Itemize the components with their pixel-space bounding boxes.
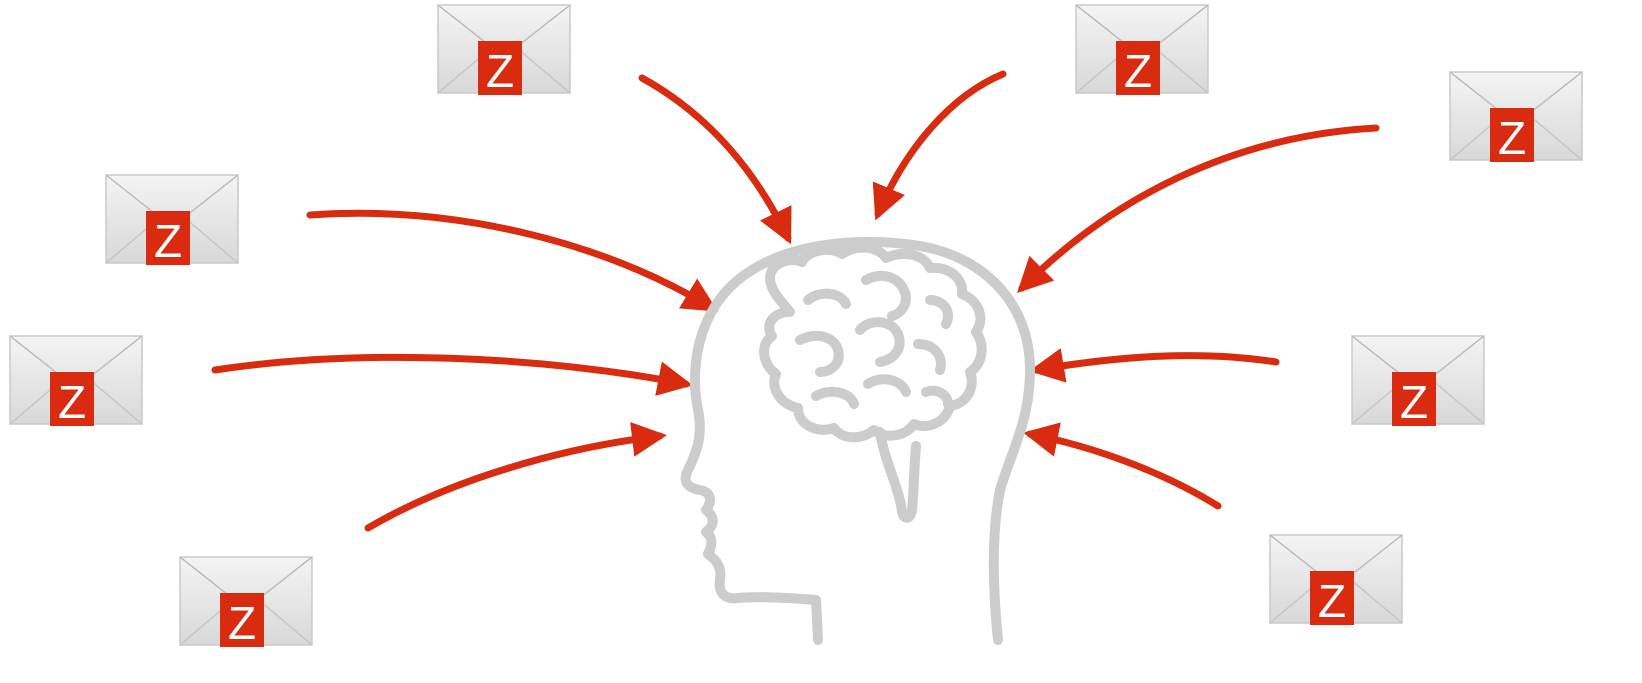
arrow — [642, 78, 788, 238]
envelope-icon — [106, 175, 238, 267]
envelope-icon — [1076, 5, 1208, 97]
envelope-icon — [10, 336, 142, 428]
arrow — [215, 357, 686, 384]
envelope-icon — [438, 5, 570, 97]
arrow — [1036, 356, 1276, 370]
arrow — [878, 74, 1003, 214]
head-with-brain-icon — [686, 242, 1030, 640]
envelope-icon — [1352, 336, 1484, 428]
arrow — [1022, 128, 1376, 288]
arrow — [310, 213, 712, 308]
envelope-icon — [1270, 535, 1402, 627]
arrow — [368, 436, 660, 528]
envelope-icon — [180, 557, 312, 649]
arrow — [1030, 434, 1218, 506]
envelope-icon — [1450, 72, 1582, 164]
